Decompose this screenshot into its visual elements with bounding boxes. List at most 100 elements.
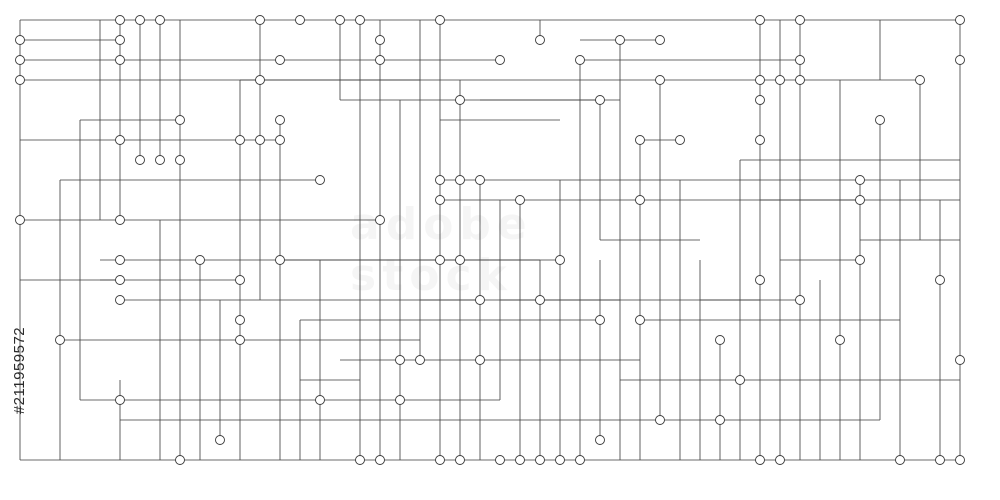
circuit-node [115,275,125,285]
circuit-node [435,195,445,205]
circuit-node [535,295,545,305]
circuit-node [315,395,325,405]
circuit-node [235,335,245,345]
circuit-node [775,75,785,85]
circuit-node [55,335,65,345]
circuit-node [235,135,245,145]
circuit-node [255,75,265,85]
circuit-node [295,15,305,25]
circuit-node [575,455,585,465]
circuit-node [375,455,385,465]
circuit-node [435,455,445,465]
circuit-node [595,315,605,325]
circuit-node [535,35,545,45]
circuit-node [275,135,285,145]
circuit-node [755,75,765,85]
circuit-node [955,455,965,465]
circuit-node [195,255,205,265]
circuit-node [495,55,505,65]
circuit-node [475,175,485,185]
circuit-node [935,275,945,285]
circuit-node [175,115,185,125]
circuit-node [175,455,185,465]
circuit-node [755,455,765,465]
circuit-node [715,335,725,345]
circuit-node [715,415,725,425]
circuit-node [15,215,25,225]
circuit-node [375,215,385,225]
circuit-node [415,355,425,365]
circuit-node [115,295,125,305]
circuit-node [675,135,685,145]
circuit-node [835,335,845,345]
circuit-node [375,55,385,65]
circuit-traces [19,19,961,461]
circuit-node [255,15,265,25]
circuit-node [155,155,165,165]
circuit-node [135,155,145,165]
circuit-node [935,455,945,465]
circuit-node [395,395,405,405]
circuit-node [115,35,125,45]
circuit-node [455,95,465,105]
circuit-node [115,55,125,65]
stock-id-watermark: #211959572 [8,250,32,490]
circuit-node [515,195,525,205]
circuit-node [515,455,525,465]
circuit-node [275,55,285,65]
circuit-node [355,455,365,465]
circuit-node [655,35,665,45]
circuit-node [635,135,645,145]
circuit-node [435,15,445,25]
stock-id-text: #211959572 [11,326,29,414]
circuit-node [895,455,905,465]
circuit-node [655,415,665,425]
circuit-node [115,395,125,405]
circuit-node [475,295,485,305]
circuit-node [595,435,605,445]
circuit-node [955,355,965,365]
circuit-node [795,295,805,305]
circuit-node [235,315,245,325]
circuit-node [275,115,285,125]
circuit-node [175,155,185,165]
circuit-node [955,15,965,25]
circuit-node [855,175,865,185]
circuit-node [115,15,125,25]
circuit-node [375,35,385,45]
circuit-node [475,355,485,365]
circuit-node [115,135,125,145]
circuit-node [275,255,285,265]
circuit-node [15,35,25,45]
circuit-node [15,75,25,85]
circuit-node [855,255,865,265]
circuit-node [435,175,445,185]
circuit-node [635,195,645,205]
circuit-node [875,115,885,125]
circuit-nodes [15,15,965,465]
circuit-node [555,255,565,265]
circuit-node [755,95,765,105]
circuit-node [755,15,765,25]
circuit-node [795,15,805,25]
circuit-node [655,75,665,85]
circuit-node [795,55,805,65]
circuit-node [635,315,645,325]
circuit-node [335,15,345,25]
circuit-node [455,255,465,265]
circuit-node [615,35,625,45]
circuit-node [535,455,545,465]
circuit-node [315,175,325,185]
circuit-node [455,175,465,185]
circuit-node [455,455,465,465]
circuit-node [575,55,585,65]
circuit-node [395,355,405,365]
circuit-node [115,255,125,265]
circuit-node [435,255,445,265]
circuit-node [735,375,745,385]
circuit-node [795,75,805,85]
circuit-node [755,275,765,285]
circuit-node [355,15,365,25]
circuit-node [235,275,245,285]
